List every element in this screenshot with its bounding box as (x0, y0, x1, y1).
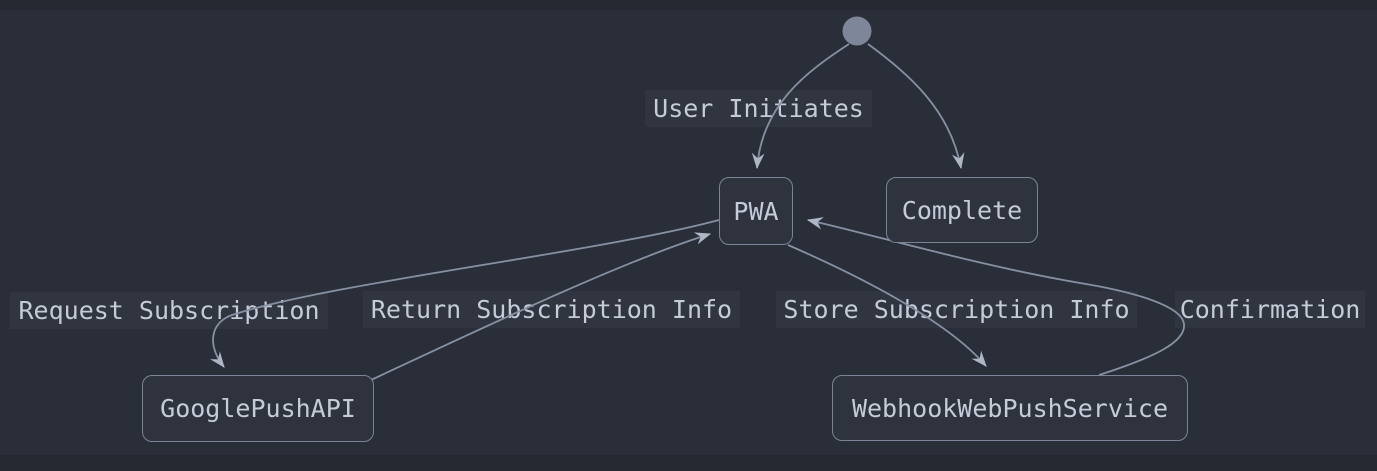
node-complete: Complete (886, 177, 1038, 243)
node-google-push-api: GooglePushAPI (142, 375, 374, 442)
edge-label-text: User Initiates (653, 94, 864, 123)
edge-label-text: Request Subscription (18, 296, 320, 325)
node-webhook-web-push-service: WebhookWebPushService (832, 375, 1188, 441)
node-label: GooglePushAPI (160, 394, 356, 423)
edge-label-confirmation: Confirmation (1175, 291, 1365, 328)
edge-label-user-initiates: User Initiates (645, 90, 872, 127)
node-label: PWA (733, 196, 779, 226)
edge-label-text: Store Subscription Info (783, 295, 1130, 324)
edge-label-store-subscription-info: Store Subscription Info (776, 291, 1137, 328)
node-label: WebhookWebPushService (851, 393, 1169, 423)
edge-label-request-subscription: Request Subscription (10, 292, 328, 329)
edge-label-text: Return Subscription Info (370, 295, 733, 324)
node-pwa: PWA (719, 177, 793, 245)
edge-label-text: Confirmation (1179, 295, 1361, 324)
node-label: Complete (901, 195, 1023, 225)
edge-label-return-subscription-info: Return Subscription Info (363, 291, 740, 328)
